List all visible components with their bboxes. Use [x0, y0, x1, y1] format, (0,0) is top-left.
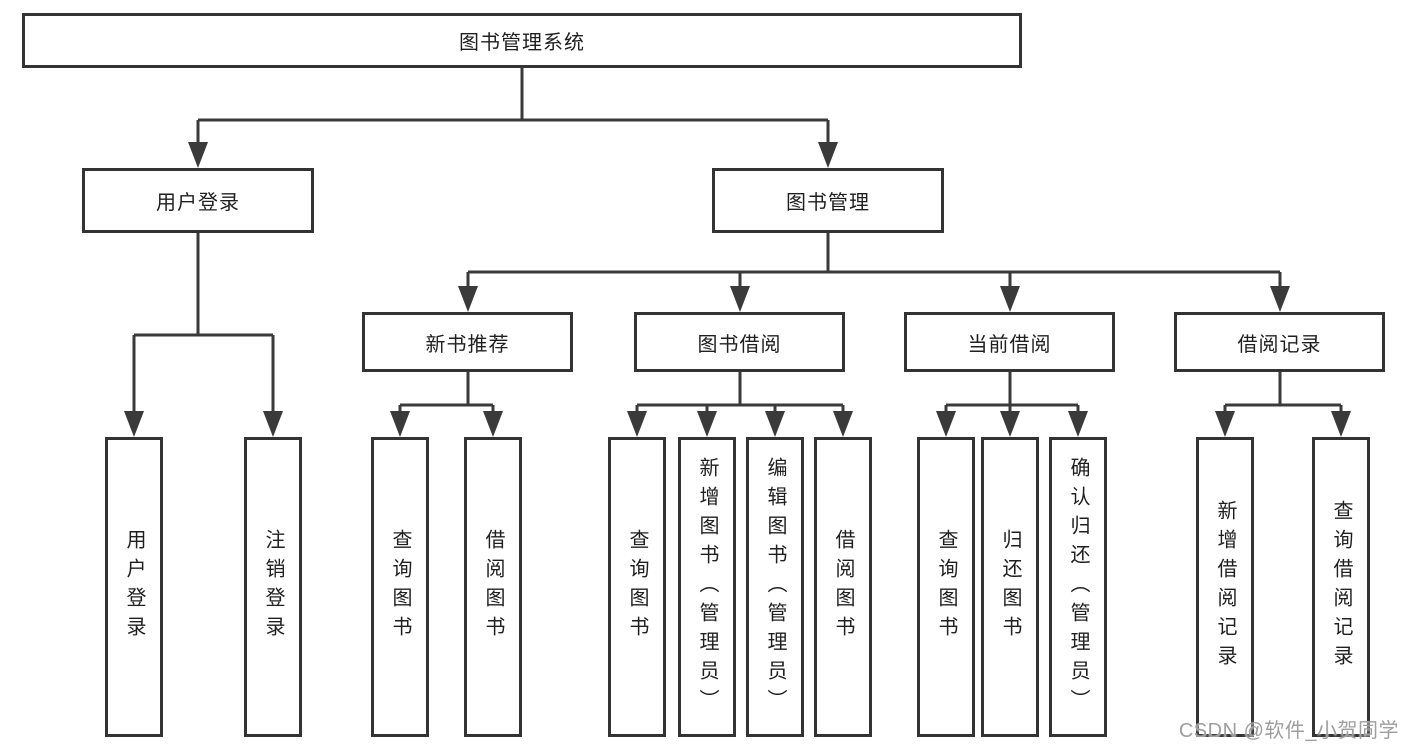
node-book-borrow: 图书借阅	[634, 312, 845, 372]
leaf-label: 编辑图书（管理员）	[764, 456, 786, 718]
arrow-down-icon	[263, 411, 283, 437]
connector-borrow-subtree	[635, 372, 845, 413]
leaf-label: 新增图书（管理员）	[696, 456, 718, 718]
arrow-down-icon	[188, 142, 208, 168]
arrow-down-icon	[1000, 286, 1020, 312]
leaf-label: 查询图书	[626, 529, 648, 645]
arrow-down-icon	[730, 286, 750, 312]
connector-lines	[132, 68, 1343, 413]
connector-record-subtree	[1223, 372, 1343, 413]
connector-management-subtree	[466, 233, 1282, 288]
arrow-down-icon	[627, 411, 647, 437]
arrow-down-icon	[390, 411, 410, 437]
leaf-logout-login: 注销登录	[244, 437, 302, 737]
node-current-borrow: 当前借阅	[904, 312, 1115, 372]
node-borrow-records: 借阅记录	[1174, 312, 1385, 372]
leaf-borrow-books: 借阅图书	[814, 437, 872, 737]
arrow-down-icon	[833, 411, 853, 437]
leaf-query-books-current: 查询图书	[917, 437, 975, 737]
arrow-down-icon	[458, 286, 478, 312]
arrow-down-icon	[936, 411, 956, 437]
leaf-label: 确认归还（管理员）	[1067, 456, 1089, 718]
leaf-label: 查询借阅记录	[1330, 500, 1352, 674]
arrow-down-icons	[124, 142, 1351, 437]
arrow-down-icon	[124, 411, 144, 437]
node-book-management: 图书管理	[712, 168, 944, 233]
leaf-add-borrow-record: 新增借阅记录	[1196, 437, 1254, 737]
watermark: CSDN @软件_小贺同学	[1178, 720, 1399, 742]
leaf-label: 新增借阅记录	[1214, 500, 1236, 674]
leaf-confirm-return-admin: 确认归还（管理员）	[1049, 437, 1107, 737]
arrow-down-icon	[818, 142, 838, 168]
leaf-borrow-books-recommend: 借阅图书	[464, 437, 522, 737]
leaf-query-books-borrow: 查询图书	[608, 437, 666, 737]
arrow-down-icon	[765, 411, 785, 437]
arrow-down-icon	[1068, 411, 1088, 437]
leaf-label: 归还图书	[999, 529, 1021, 645]
leaf-user-login: 用户登录	[105, 437, 163, 737]
arrow-down-icon	[1000, 411, 1020, 437]
leaf-add-books-admin: 新增图书（管理员）	[678, 437, 736, 737]
leaf-label: 借阅图书	[832, 529, 854, 645]
connector-login-subtree	[132, 233, 275, 413]
leaf-label: 用户登录	[123, 529, 145, 645]
connector-current-subtree	[944, 372, 1080, 413]
leaf-label: 注销登录	[262, 529, 284, 645]
leaf-label: 查询图书	[935, 529, 957, 645]
arrow-down-icon	[1331, 411, 1351, 437]
connector-newbook-subtree	[398, 372, 495, 413]
leaf-query-borrow-record: 查询借阅记录	[1312, 437, 1370, 737]
node-new-book-recommend: 新书推荐	[362, 312, 573, 372]
arrow-down-icon	[1215, 411, 1235, 437]
leaf-return-books: 归还图书	[981, 437, 1039, 737]
leaf-edit-books-admin: 编辑图书（管理员）	[746, 437, 804, 737]
arrow-down-icon	[697, 411, 717, 437]
leaf-label: 查询图书	[389, 529, 411, 645]
leaf-label: 借阅图书	[482, 529, 504, 645]
connector-level2-bar	[196, 118, 830, 144]
node-root-system: 图书管理系统	[22, 13, 1022, 68]
arrow-down-icon	[1270, 286, 1290, 312]
leaf-query-books-recommend: 查询图书	[371, 437, 429, 737]
arrow-down-icon	[483, 411, 503, 437]
node-user-login: 用户登录	[82, 168, 314, 233]
